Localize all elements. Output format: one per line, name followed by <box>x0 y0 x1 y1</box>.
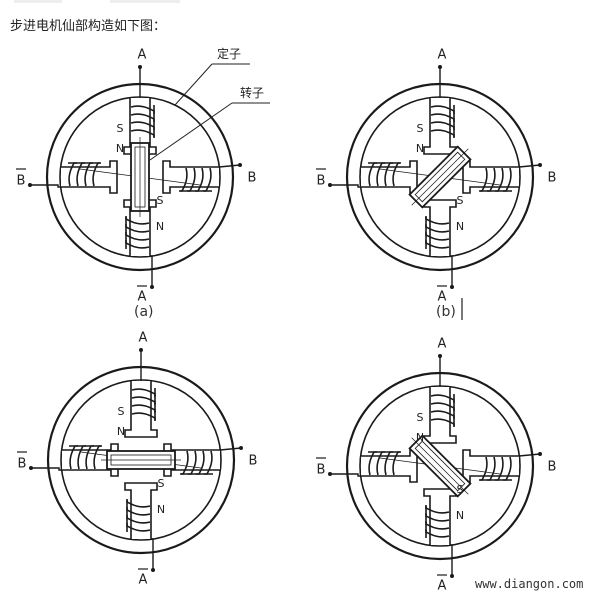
coil <box>425 216 450 249</box>
stator-pole <box>162 160 219 194</box>
pole-label-n: N <box>156 220 164 233</box>
pole-label-s: S <box>157 194 164 207</box>
coil <box>368 162 401 187</box>
pole-label-n: N <box>456 509 464 522</box>
pole-label-n: N <box>116 142 124 155</box>
coil <box>425 505 450 538</box>
coil <box>131 388 156 421</box>
stator-pole <box>361 449 418 483</box>
stator-pole <box>123 199 157 256</box>
port-a-bar-label: A <box>138 290 147 305</box>
port-b-bar-label: B <box>317 463 326 478</box>
port-b-label: B <box>249 454 258 469</box>
coil <box>368 451 401 476</box>
coil <box>126 499 151 532</box>
pole-label-s: S <box>457 483 464 496</box>
watermark: www.diangon.com <box>475 577 583 591</box>
rotor <box>101 450 181 470</box>
coil <box>430 105 455 138</box>
coil <box>179 167 212 192</box>
coil <box>479 167 512 192</box>
header-residue-2 <box>110 0 180 3</box>
stator-pole <box>124 381 158 438</box>
coil <box>130 105 155 138</box>
port-a-bar-label: A <box>139 573 148 588</box>
pole-label-s: S <box>457 194 464 207</box>
lead-b-bar <box>30 184 61 188</box>
port-b-label: B <box>548 171 557 186</box>
lead-b <box>518 453 541 457</box>
rotor-label: 转子 <box>240 85 264 100</box>
lead-b <box>218 164 241 168</box>
stator-pole <box>423 387 457 444</box>
port-b-bar-label: B <box>17 174 26 189</box>
stator-pole <box>423 488 457 545</box>
coil <box>479 456 512 481</box>
stator-pole <box>462 449 519 483</box>
caption-b: (b) <box>436 304 456 320</box>
pole-label-n: N <box>416 431 424 444</box>
rotor <box>130 137 150 217</box>
pole-label-n: N <box>456 220 464 233</box>
pole-label-s: S <box>417 411 424 424</box>
stator-label: 定子 <box>217 46 241 61</box>
stator-pole <box>423 98 457 155</box>
stator-pole <box>123 98 157 155</box>
stator-pole <box>62 443 119 477</box>
port-b-label: B <box>548 460 557 475</box>
lead-b <box>219 447 242 451</box>
port-b-bar-label: B <box>317 174 326 189</box>
stator-pole <box>61 160 118 194</box>
coil <box>69 445 102 470</box>
pole-label-n: N <box>157 503 165 516</box>
pole-label-s: S <box>117 122 124 135</box>
lead-b <box>518 164 541 168</box>
port-a-label: A <box>438 48 447 63</box>
coil <box>180 450 213 475</box>
coil <box>430 394 455 427</box>
rotor <box>408 434 472 498</box>
lead-a-bar <box>450 255 453 287</box>
lead-b-bar <box>330 473 361 477</box>
port-b-label: B <box>248 171 257 186</box>
header-residue <box>14 0 62 3</box>
port-b-bar-label: B <box>18 457 27 472</box>
stator-pole <box>361 160 418 194</box>
port-a-bar-label: A <box>438 290 447 305</box>
port-a-bar-label: A <box>438 579 447 594</box>
coil <box>125 216 150 249</box>
rotor <box>408 145 472 209</box>
header-text: 步进电机仙部构造如下图： <box>10 18 166 34</box>
stator-pole <box>423 199 457 256</box>
stator-pole <box>462 160 519 194</box>
caption-a: (a) <box>134 304 154 320</box>
lead-b-bar <box>31 467 62 471</box>
stator-callout: 定子 <box>174 46 250 106</box>
port-a-label: A <box>138 48 147 63</box>
pole-label-s: S <box>417 122 424 135</box>
pole-label-s: S <box>158 477 165 490</box>
coil <box>68 162 101 187</box>
lead-a-bar <box>150 255 153 287</box>
lead-a-bar <box>450 544 453 576</box>
pole-label-n: N <box>117 425 125 438</box>
pole-label-s: S <box>118 405 125 418</box>
rotor-callout: 转子 <box>149 85 270 161</box>
port-a-label: A <box>438 337 447 352</box>
pole-label-n: N <box>416 142 424 155</box>
stator-pole <box>124 482 158 539</box>
lead-a-bar <box>151 538 154 570</box>
port-a-label: A <box>139 331 148 346</box>
lead-b-bar <box>330 184 361 188</box>
